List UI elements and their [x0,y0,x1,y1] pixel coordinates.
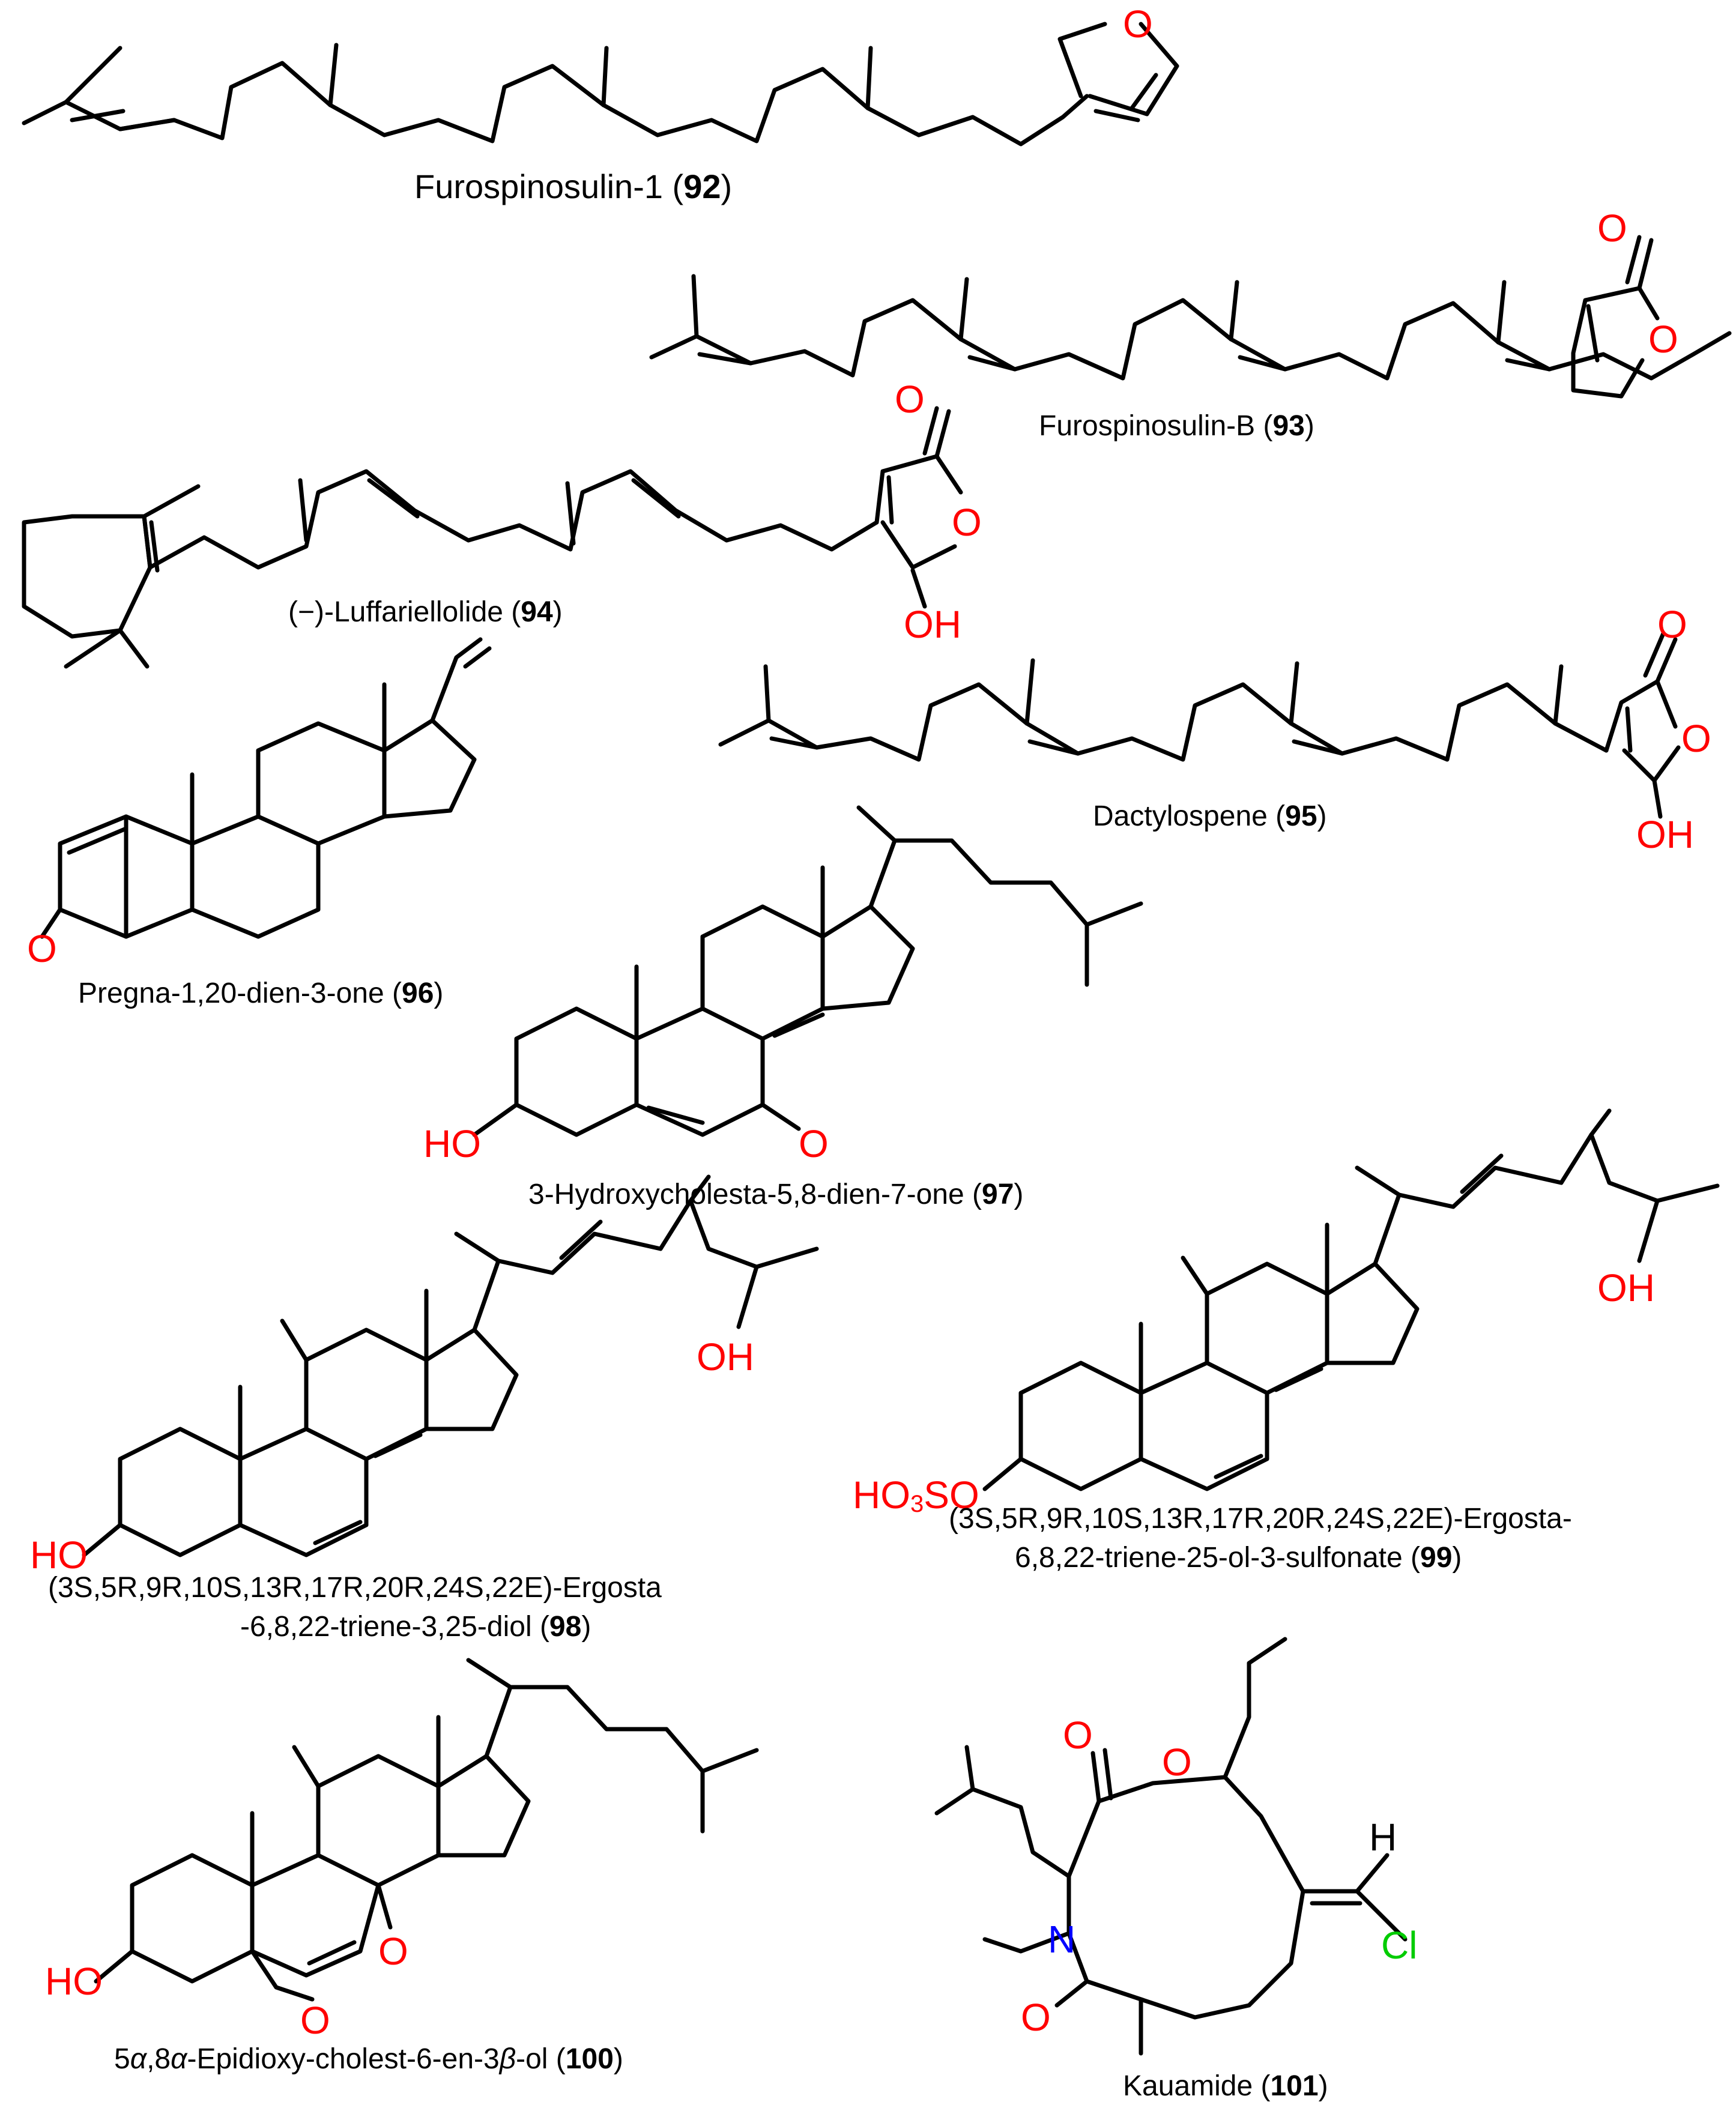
caption-98-line2: -6,8,22-triene-3,25-diol (98) [240,1611,591,1643]
structure-100: O O HO 5α,8α-Epidioxy-cholest-6-en-3β-ol… [45,1658,759,2075]
hydroxyl-group: OH [1636,813,1694,856]
ketone-oxygen: O [27,927,57,970]
sulfonate-group: HO3SO [853,1473,979,1517]
hydroxyl-group: HO [423,1122,481,1165]
hydroxyl-group: OH [904,603,961,646]
carbonyl-oxygen: O [895,378,925,421]
carbonyl-oxygen: O [1597,207,1627,250]
structure-97: O HO 3-Hydroxycholesta-5,8-dien-7-one (9… [423,805,1143,1210]
caption-92: Furospinosulin-1 (92) [414,168,732,205]
caption-94: (−)-Luffariellolide (94) [288,596,563,628]
peroxide-oxygen-1: O [378,1930,408,1973]
peroxide-oxygen-2: O [300,1999,330,2042]
carbonyl-oxygen-ester: O [1063,1714,1093,1757]
caption-97: 3-Hydroxycholesta-5,8-dien-7-one (97) [528,1179,1023,1210]
structure-96: O Pregna-1,20-dien-3-one (96) [27,637,492,1009]
caption-95: Dactylospene (95) [1093,800,1327,832]
oxygen-atom: O [1123,2,1153,46]
vinyl-hydrogen: H [1369,1816,1397,1859]
caption-93: Furospinosulin-B (93) [1039,410,1314,442]
caption-100: 5α,8α-Epidioxy-cholest-6-en-3β-ol (100) [114,2043,623,2075]
ring-oxygen: O [1162,1741,1192,1784]
caption-98-line1: (3S,5R,9R,10S,13R,17R,20R,24S,22E)-Ergos… [48,1572,662,1604]
structure-101: O O N O H Cl Kauamide (101) [934,1637,1417,2102]
hydroxyl-25: OH [1597,1266,1655,1309]
caption-99-line2: 6,8,22-triene-25-ol-3-sulfonate (99) [1015,1542,1462,1574]
caption-99-line1: (3S,5R,9R,10S,13R,17R,20R,24S,22E)-Ergos… [949,1503,1572,1535]
carbonyl-oxygen: O [1657,603,1687,646]
structure-92: O Furospinosulin-1 (92) [22,2,1179,205]
caption-96: Pregna-1,20-dien-3-one (96) [78,977,443,1009]
ring-oxygen: O [1681,717,1711,760]
caption-101: Kauamide (101) [1123,2070,1328,2102]
structure-95: O O OH Dactylospene (95) [718,603,1711,856]
ring-oxygen: O [952,501,982,544]
chlorine-atom: Cl [1381,1924,1417,1967]
structure-99: HO3SO OH (3S,5R,9R,10S,13R,17R,20R,24S,2… [853,1108,1720,1574]
ring-oxygen: O [1648,318,1678,361]
structure-94: O O OH (−)-Luffariellolide (94) [22,378,982,669]
nitrogen-atom: N [1048,1918,1075,1961]
structure-93: O O Furospinosulin-B (93) [649,207,1732,442]
hydroxyl-group: HO [45,1960,103,2003]
structure-98: HO OH (3S,5R,9R,10S,13R,17R,20R,24S,22E)… [30,1174,819,1643]
hydroxyl-25: OH [697,1335,754,1379]
carbonyl-oxygen-amide: O [1021,1996,1051,2039]
hydroxyl-3: HO [30,1533,88,1577]
ketone-oxygen: O [799,1122,829,1165]
